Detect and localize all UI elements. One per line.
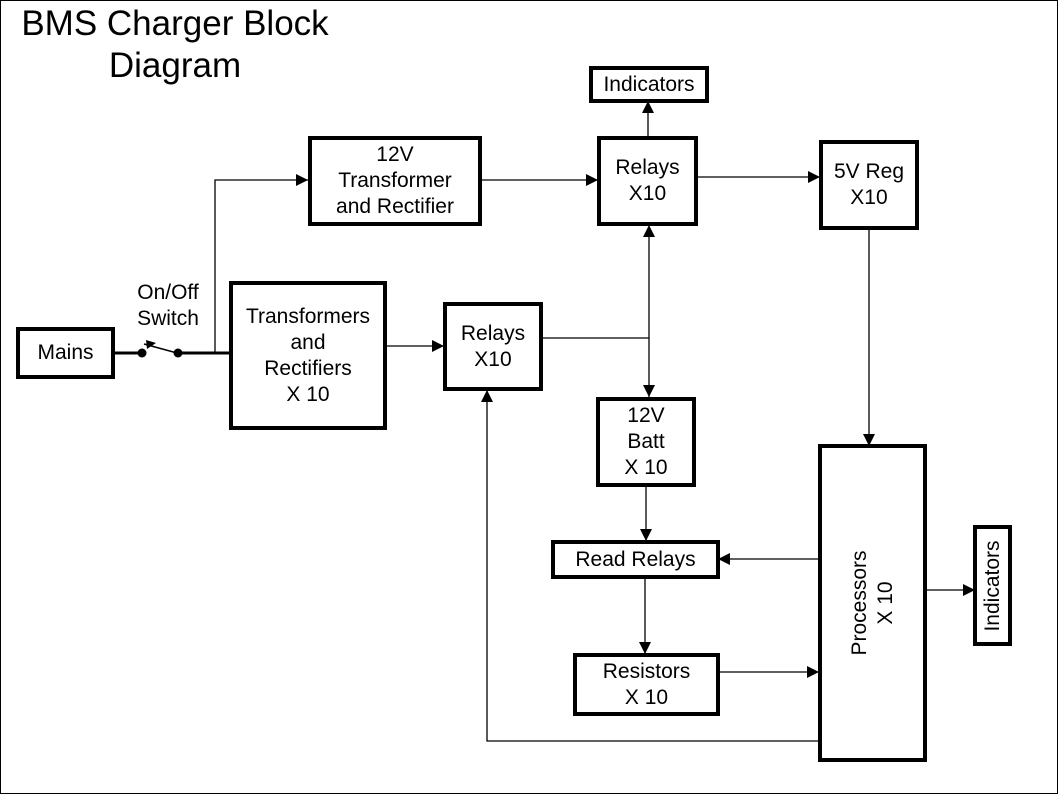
block-indicators-top: Indicators: [589, 66, 709, 103]
diagram-title: BMS Charger Block Diagram: [21, 4, 329, 85]
block-mains: Mains: [16, 327, 115, 379]
switch-label: On/Off Switch: [137, 281, 199, 330]
wire-processors-relays-lower: [481, 390, 819, 742]
block-processors: Processors X 10: [818, 444, 927, 762]
block-resistors: Resistors X 10: [573, 653, 720, 716]
block-12v-transformer: 12V Transformer and Rectifier: [308, 136, 482, 226]
block-transformers-rectifiers: Transformers and Rectifiers X 10: [229, 281, 387, 430]
wire-switch-12v-transformer: [214, 174, 308, 353]
block-relays-upper: Relays X10: [597, 136, 698, 226]
indicators-right-label: Indicators: [980, 539, 1004, 632]
switch-contact-right: [173, 348, 183, 358]
block-5v-reg: 5V Reg X10: [819, 140, 919, 230]
block-relays-lower: Relays X10: [443, 302, 543, 391]
block-12v-batt: 12V Batt X 10: [596, 397, 696, 487]
switch-blade-tip: [146, 340, 156, 349]
processors-label: Processors X 10: [847, 550, 897, 656]
block-read-relays: Read Relays: [551, 540, 720, 579]
block-indicators-right: Indicators: [973, 525, 1012, 646]
switch-contact-left: [137, 348, 147, 358]
